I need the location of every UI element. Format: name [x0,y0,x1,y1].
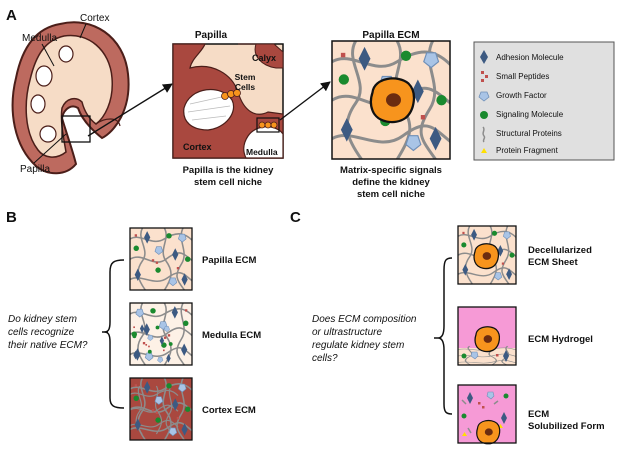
kidney-papilla-label: Papilla [20,164,50,175]
panel-c-label-1-line-2: ECM Sheet [528,257,578,268]
legend-label-adhesion: Adhesion Molecule [496,53,564,62]
legend-label-small-peptides: Small Peptides [496,72,549,81]
protein-fragment-icon [481,148,487,153]
panel-c-question-3: regulate kidney stem [312,340,404,351]
panel-c-label-1-line-1: Decellularized [528,245,592,256]
legend-label-growth-factor: Growth Factor [496,91,547,100]
adhesion-molecule-icon [480,50,488,64]
cortex-ecm-box [129,377,193,441]
papilla-ecm-zoom-box [256,117,280,133]
panel-c-bracket [434,257,453,415]
stem-cell-icon [476,419,501,445]
stem-cell-cluster-1 [221,89,241,100]
stem-cell-icon [473,243,500,270]
legend: Adhesion Molecule Small Peptides Growth … [473,41,615,161]
papilla-cortex-label: Cortex [183,142,212,152]
panel-b-label-medulla: Medulla ECM [202,330,261,341]
papilla-caption-line-1: Papilla is the kidney [183,165,275,176]
panel-c-label-3-line-1: ECM [528,409,549,420]
papilla-ecm-detail [331,40,451,160]
papilla-title: Papilla [195,30,228,41]
ecm-caption-line-1: Matrix-specific signals [340,165,442,176]
panel-b-label-cortex: Cortex ECM [202,405,256,416]
stem-cells-label-1: Stem [235,72,256,82]
panel-c-label-3-line-2: Solubilized Form [528,421,605,432]
panel-b-bracket [102,259,125,409]
signaling-molecule-icon [480,111,488,119]
papilla-to-ecm-arrow [279,81,331,121]
solubilized-form-box [457,384,517,445]
panel-c-label-2-line-1: ECM Hydrogel [528,334,593,345]
papilla-calyx-label: Calyx [252,53,276,63]
kidney-to-papilla-arrow [87,83,173,137]
panel-a-letter: A [6,7,17,24]
legend-label-structural: Structural Proteins [496,129,562,138]
panel-c-letter: C [290,209,301,226]
stem-cell-cluster-2 [258,121,278,129]
papilla-detail [172,43,284,159]
papilla-caption-line-2: stem cell niche [194,177,262,188]
panel-c-question-4: cells? [312,353,338,364]
ecm-caption-line-2: define the kidney [352,177,430,188]
legend-label-fragment: Protein Fragment [496,146,559,155]
panel-c-question-1: Does ECM composition [312,314,417,325]
panel-b-letter: B [6,209,17,226]
papilla-medulla-label: Medulla [246,147,278,157]
legend-label-signaling: Signaling Molecule [496,110,564,119]
kidney-medulla-label: Medulla [22,33,57,44]
papilla-zoom-box [61,115,91,143]
panel-b-label-papilla: Papilla ECM [202,255,256,266]
structural-proteins-icon [482,126,486,143]
panel-b-question-1: Do kidney stem [8,314,77,325]
decellularized-sheet-box [457,225,517,285]
papilla-ecm-title: Papilla ECM [362,30,419,41]
small-peptides-icon [481,71,488,82]
stem-cells-label-2: Cells [235,82,256,92]
hydrogel-box [457,306,517,366]
kidney-cortex-label: Cortex [80,13,109,24]
panel-b-question-2: cells recognize [8,327,75,338]
stem-cell-icon [474,326,501,353]
kidney-illustration [11,21,130,175]
medulla-ecm-box [129,302,193,366]
ecm-caption-line-3: stem cell niche [357,189,425,200]
panel-c-question-2: or ultrastructure [312,327,382,338]
growth-factor-icon [478,91,490,102]
stem-cell-icon [369,77,416,124]
panel-b-question-3: their native ECM? [8,340,88,351]
papilla-ecm-box [129,227,193,291]
